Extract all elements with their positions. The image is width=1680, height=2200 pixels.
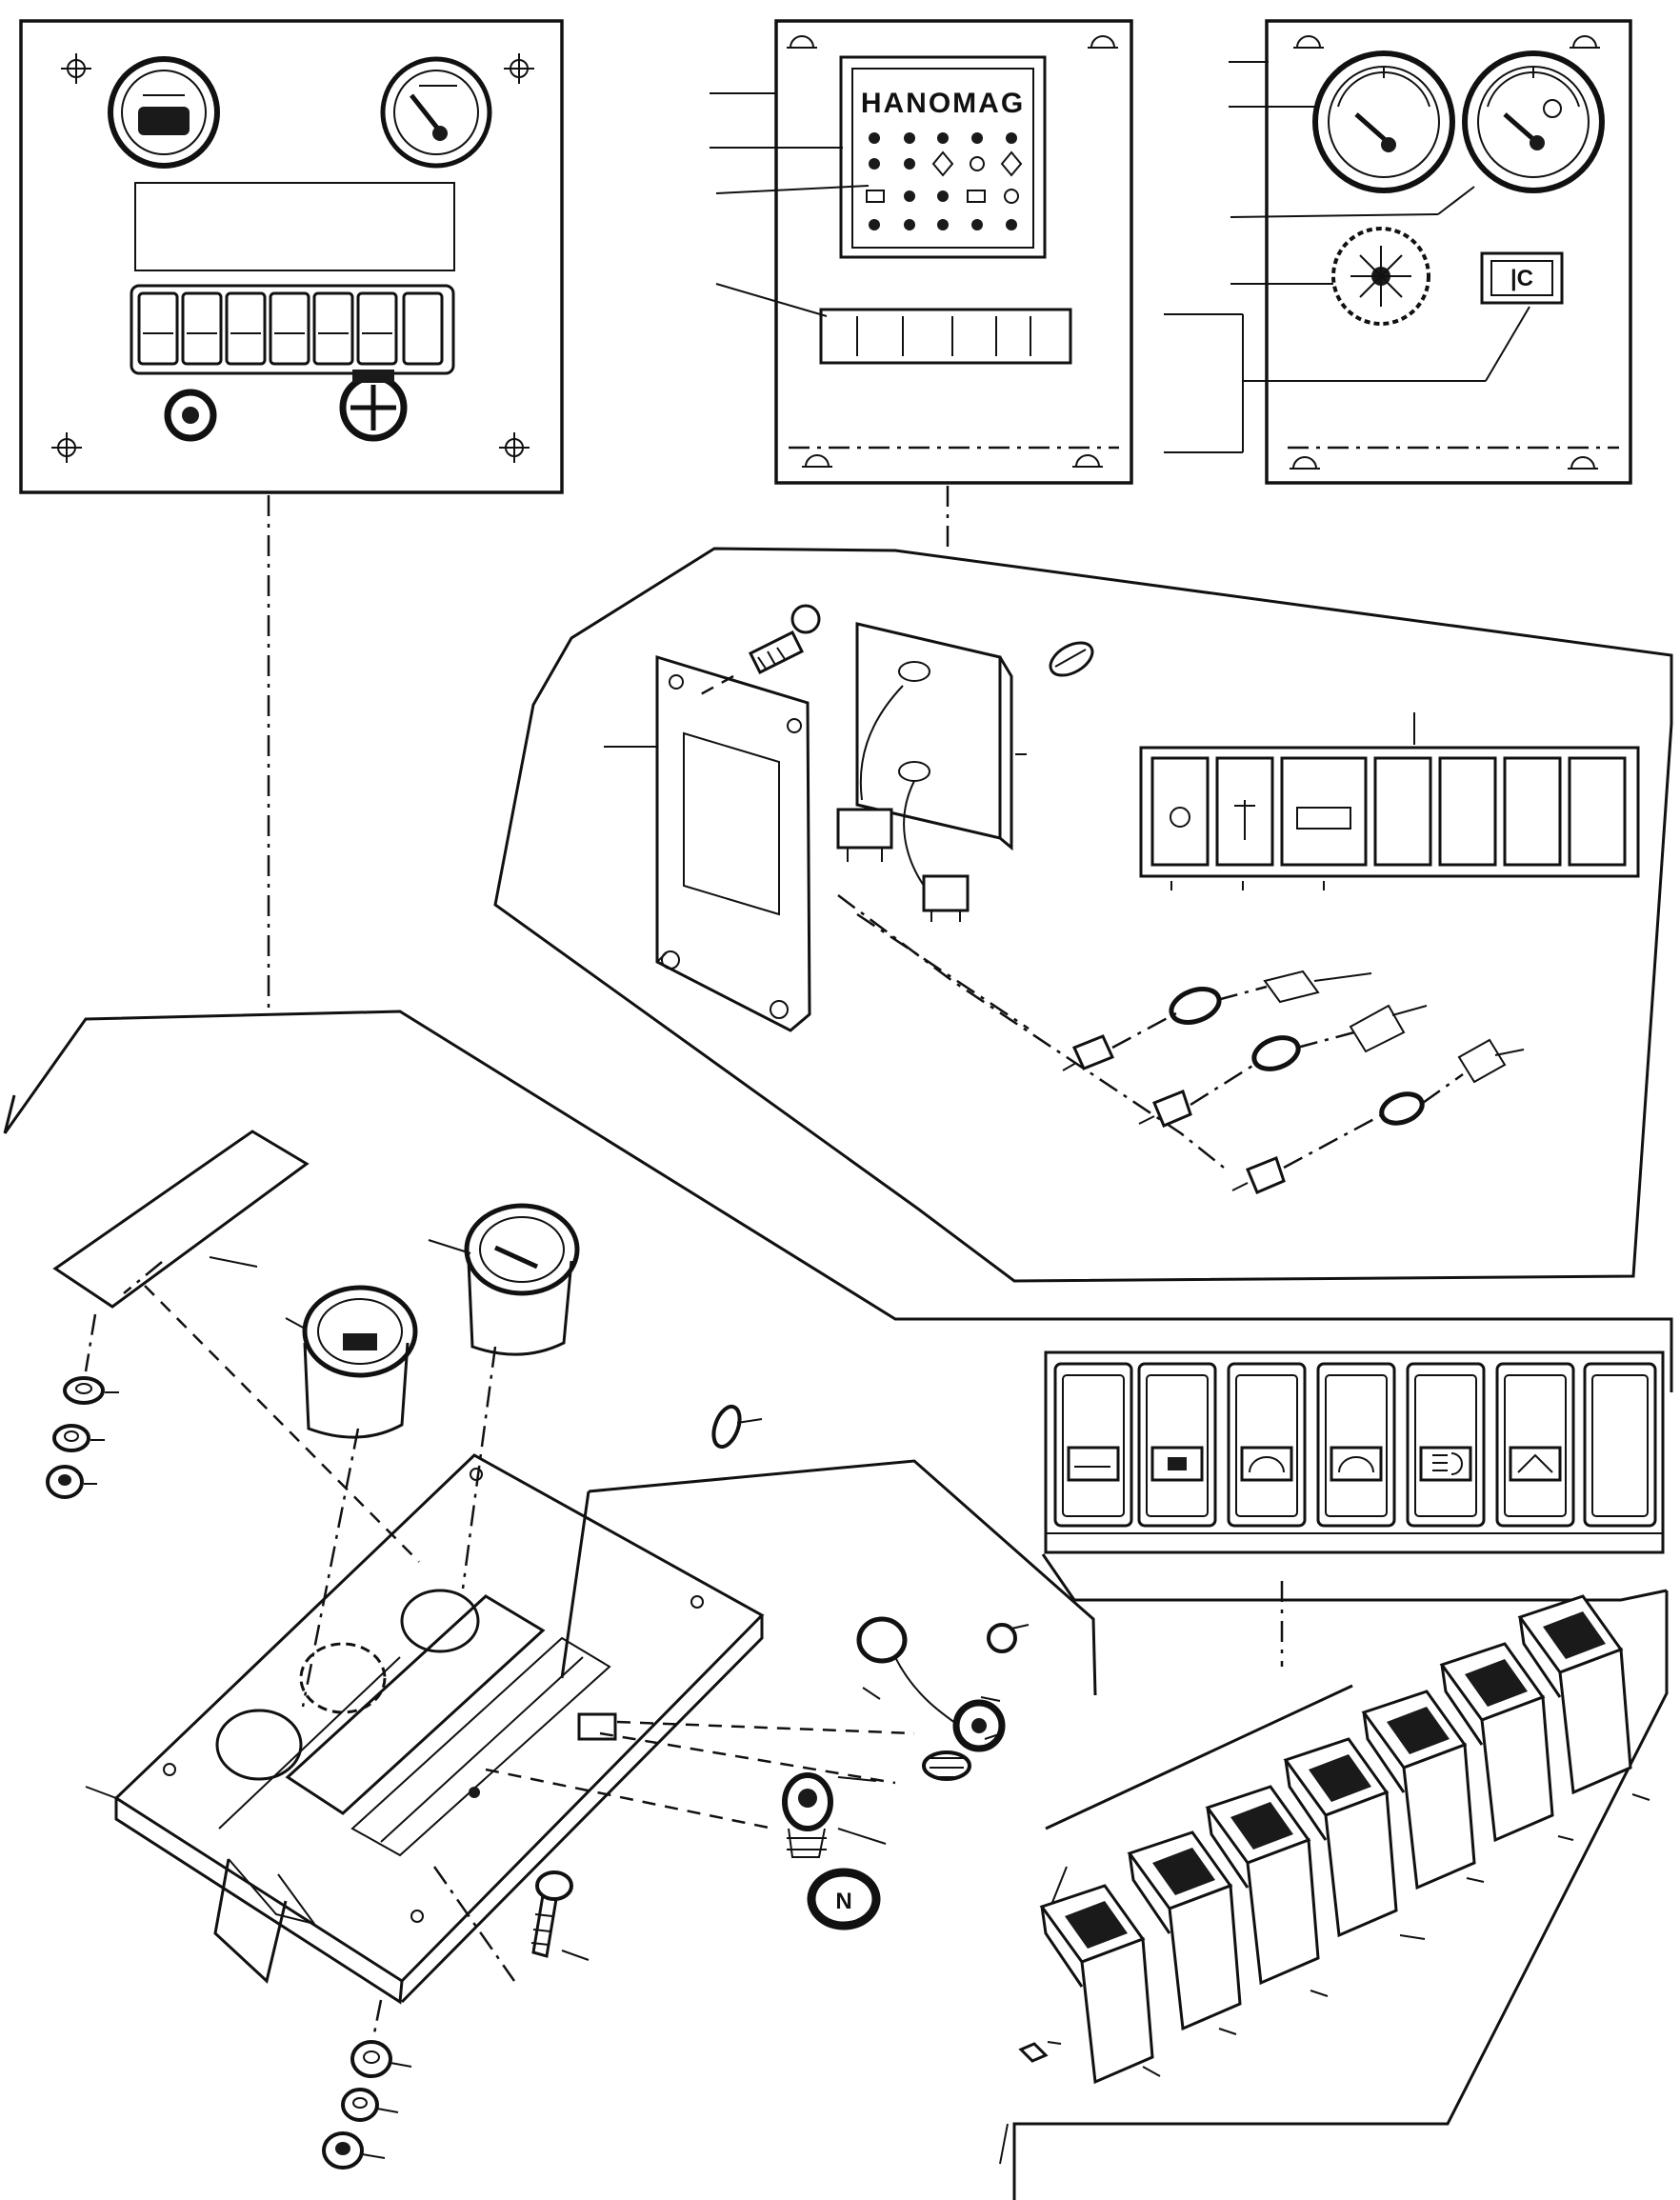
warning-lamp-icon (164, 389, 217, 442)
rocker-switch-icon (1053, 1362, 1133, 1528)
brand-label: HANOMAG (861, 88, 1025, 119)
temperature-gauge-icon (464, 1203, 580, 1356)
nut-icon (63, 1376, 105, 1405)
rocker-cap-icon (1018, 2041, 1062, 2063)
hour-meter-icon (1331, 227, 1430, 326)
mounting-hole-icon (499, 432, 530, 463)
switch-row (130, 284, 455, 375)
switch-strip-enlarged (1139, 712, 1640, 890)
nut-icon (322, 2131, 364, 2170)
left-panel-exploded-view: N (3, 1010, 1673, 2170)
left-instrument-panel (19, 19, 564, 494)
mounting-hole-icon (51, 432, 82, 463)
svg-text:|C: |C (1510, 266, 1533, 291)
oil-pressure-gauge-icon (1312, 50, 1455, 193)
mounting-hole-icon (1290, 456, 1320, 470)
nut-icon (52, 1424, 90, 1452)
rocker-switch-exploded-view (999, 1553, 1669, 2200)
rocker-switch-icon (1583, 1362, 1657, 1528)
rocker-switch-icon (1517, 1594, 1632, 1795)
rocker-switch-icon (1495, 1362, 1575, 1528)
mounting-hole-icon (1072, 454, 1103, 468)
screw-icon (530, 1870, 573, 1958)
rocker-switch-icon (1283, 1737, 1398, 1938)
rocker-switch-icon (1361, 1690, 1476, 1890)
rocker-switch-icon (1406, 1362, 1486, 1528)
rocker-switch-icon (1039, 1884, 1154, 2085)
bulb-icon (1049, 641, 1094, 677)
rocker-switch-icon (1205, 1785, 1320, 1986)
ignition-key-icon (339, 370, 408, 442)
indicator-lamp-icon: |C (1480, 251, 1564, 305)
bulb-icon (711, 1404, 763, 1450)
screw-icon (748, 604, 821, 675)
rocker-switch-strip (1044, 1350, 1665, 1554)
display-window (134, 182, 455, 271)
panel-housing (113, 1453, 765, 2005)
gauge-panel: |C (1164, 19, 1632, 485)
warning-lamp-grid (866, 132, 1023, 230)
bulb-holder-set (1062, 970, 1525, 1194)
rocker-switch-icon (1316, 1362, 1396, 1528)
ignition-cover-icon (856, 1616, 1030, 1729)
mounting-hole-icon (787, 35, 817, 49)
temperature-gauge-icon (380, 56, 492, 169)
warning-light-panel: HANOMAG (710, 19, 1133, 485)
lamp-socket-icon (782, 1772, 833, 1858)
mounting-hole-icon (1570, 35, 1600, 49)
svg-text:N: N (835, 1889, 851, 1914)
rocker-switch-icon (1439, 1642, 1554, 1843)
mounting-hole-icon (1088, 35, 1118, 49)
mounting-bracket (655, 654, 811, 1032)
fuel-gauge-icon (108, 56, 220, 169)
connector-icon (836, 808, 893, 862)
warning-panel-exploded-view (493, 547, 1673, 1283)
warning-lamp-icon: N (807, 1868, 881, 1930)
mounting-hole-icon (61, 53, 91, 84)
mounting-hole-icon (504, 53, 534, 84)
ignition-key-icon (922, 1699, 1006, 1781)
nut-icon (350, 2040, 392, 2078)
connector-icon (922, 874, 970, 922)
mounting-hole-icon (1568, 456, 1598, 470)
nut-icon (341, 2088, 379, 2122)
mounting-hole-icon (1293, 35, 1324, 49)
fuel-gauge-icon (302, 1285, 418, 1439)
nut-icon (46, 1465, 84, 1499)
rocker-switch-icon (1137, 1362, 1217, 1528)
rocker-switch-icon (1127, 1830, 1242, 2031)
warning-module (836, 622, 1013, 922)
rocker-switch-icon (1227, 1362, 1307, 1528)
coolant-gauge-icon (1462, 50, 1605, 193)
mounting-hole-icon (802, 454, 832, 468)
